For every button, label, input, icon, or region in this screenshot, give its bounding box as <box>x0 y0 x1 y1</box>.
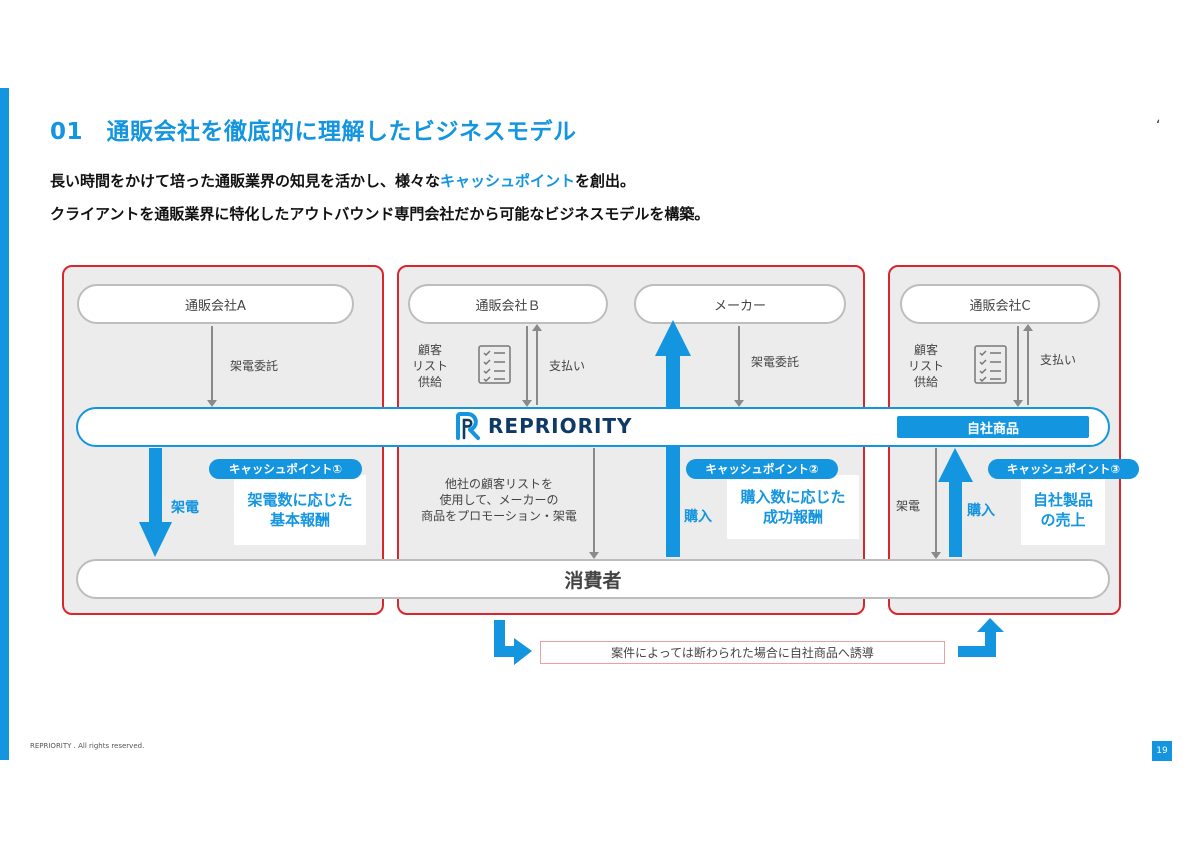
redirect-note: 案件によっては断わられた場合に自社商品へ誘導 <box>540 641 945 664</box>
cash-point-2-tag: キャッシュポイント② <box>686 459 838 479</box>
cash-point-1-tag: キャッシュポイント① <box>209 459 362 479</box>
arrow-call-consign-a <box>207 326 217 407</box>
page-number: 19 <box>1152 741 1172 761</box>
cash-point-2-box: 購入数に応じた 成功報酬 <box>727 475 859 539</box>
big-arrow-purchase-c-up <box>938 448 973 557</box>
cash-point-3-tag: キャッシュポイント③ <box>988 459 1139 479</box>
left-accent-bar <box>0 88 9 760</box>
corner-mark: ʻ <box>1156 118 1161 134</box>
arrow-customer-list-b <box>522 326 532 407</box>
company-c-pill: 通販会社C <box>900 284 1100 324</box>
description-line-2: クライアントを通販業界に特化したアウトバウンド専門会社だから可能なビジネスモデル… <box>50 205 710 223</box>
repriority-logo: REPRIORITY <box>455 412 633 440</box>
copyright-footer: REPRIORITY . All rights reserved. <box>30 742 145 750</box>
repriority-logo-icon <box>456 412 480 440</box>
arrow-payment-b <box>532 324 542 405</box>
label-call-c: 架電 <box>896 499 921 513</box>
company-a-pill: 通販会社A <box>77 284 354 324</box>
label-payment-c: 支払い <box>1040 353 1077 367</box>
maker-pill: メーカー <box>634 284 846 324</box>
arrow-maker-call-consign <box>734 326 744 407</box>
description-highlight: キャッシュポイント <box>440 172 576 190</box>
label-purchase-blue: 購入 <box>684 509 712 525</box>
redirect-arrow-left <box>494 620 532 665</box>
big-arrow-purchase-up <box>655 320 691 557</box>
company-b-pill: 通販会社Ｂ <box>408 284 608 324</box>
page-title: 01 通販会社を徹底的に理解したビジネスモデル <box>50 119 577 145</box>
label-maker-call-consign: 架電委託 <box>751 355 800 369</box>
label-purchase-c-blue: 購入 <box>967 503 995 519</box>
own-product-box: 自社商品 <box>897 416 1089 438</box>
label-customer-list-c: 顧客 リスト 供給 <box>908 343 945 390</box>
label-payment-b: 支払い <box>549 359 586 373</box>
arrow-payment-c <box>1023 324 1033 405</box>
cash-point-3-box: 自社製品 の売上 <box>1021 475 1105 545</box>
label-customer-list-b: 顧客 リスト 供給 <box>412 343 449 390</box>
label-call-blue: 架電 <box>171 500 199 516</box>
description-text-after: を創出。 <box>575 172 636 190</box>
arrow-promotion-b <box>589 448 599 559</box>
description-text-before: 長い時間をかけて培った通販業界の知見を活かし、様々な <box>50 172 441 190</box>
arrow-customer-list-c <box>1013 326 1023 407</box>
label-promotion-note: 他社の顧客リストを 使用して、メーカーの 商品をプロモーション・架電 <box>421 477 577 524</box>
checklist-icon <box>478 345 511 384</box>
description-line-1: 長い時間をかけて培った通販業界の知見を活かし、様々なキャッシュポイントを創出。 <box>50 170 635 191</box>
consumer-band: 消費者 <box>76 559 1110 599</box>
big-arrow-call-down <box>139 448 172 557</box>
arrow-call-c <box>931 448 941 559</box>
label-call-consign-a: 架電委託 <box>230 359 279 373</box>
redirect-arrow-right <box>958 618 1004 657</box>
checklist-icon <box>974 345 1007 384</box>
repriority-logo-text: REPRIORITY <box>488 414 633 438</box>
cash-point-1-box: 架電数に応じた 基本報酬 <box>234 475 366 545</box>
